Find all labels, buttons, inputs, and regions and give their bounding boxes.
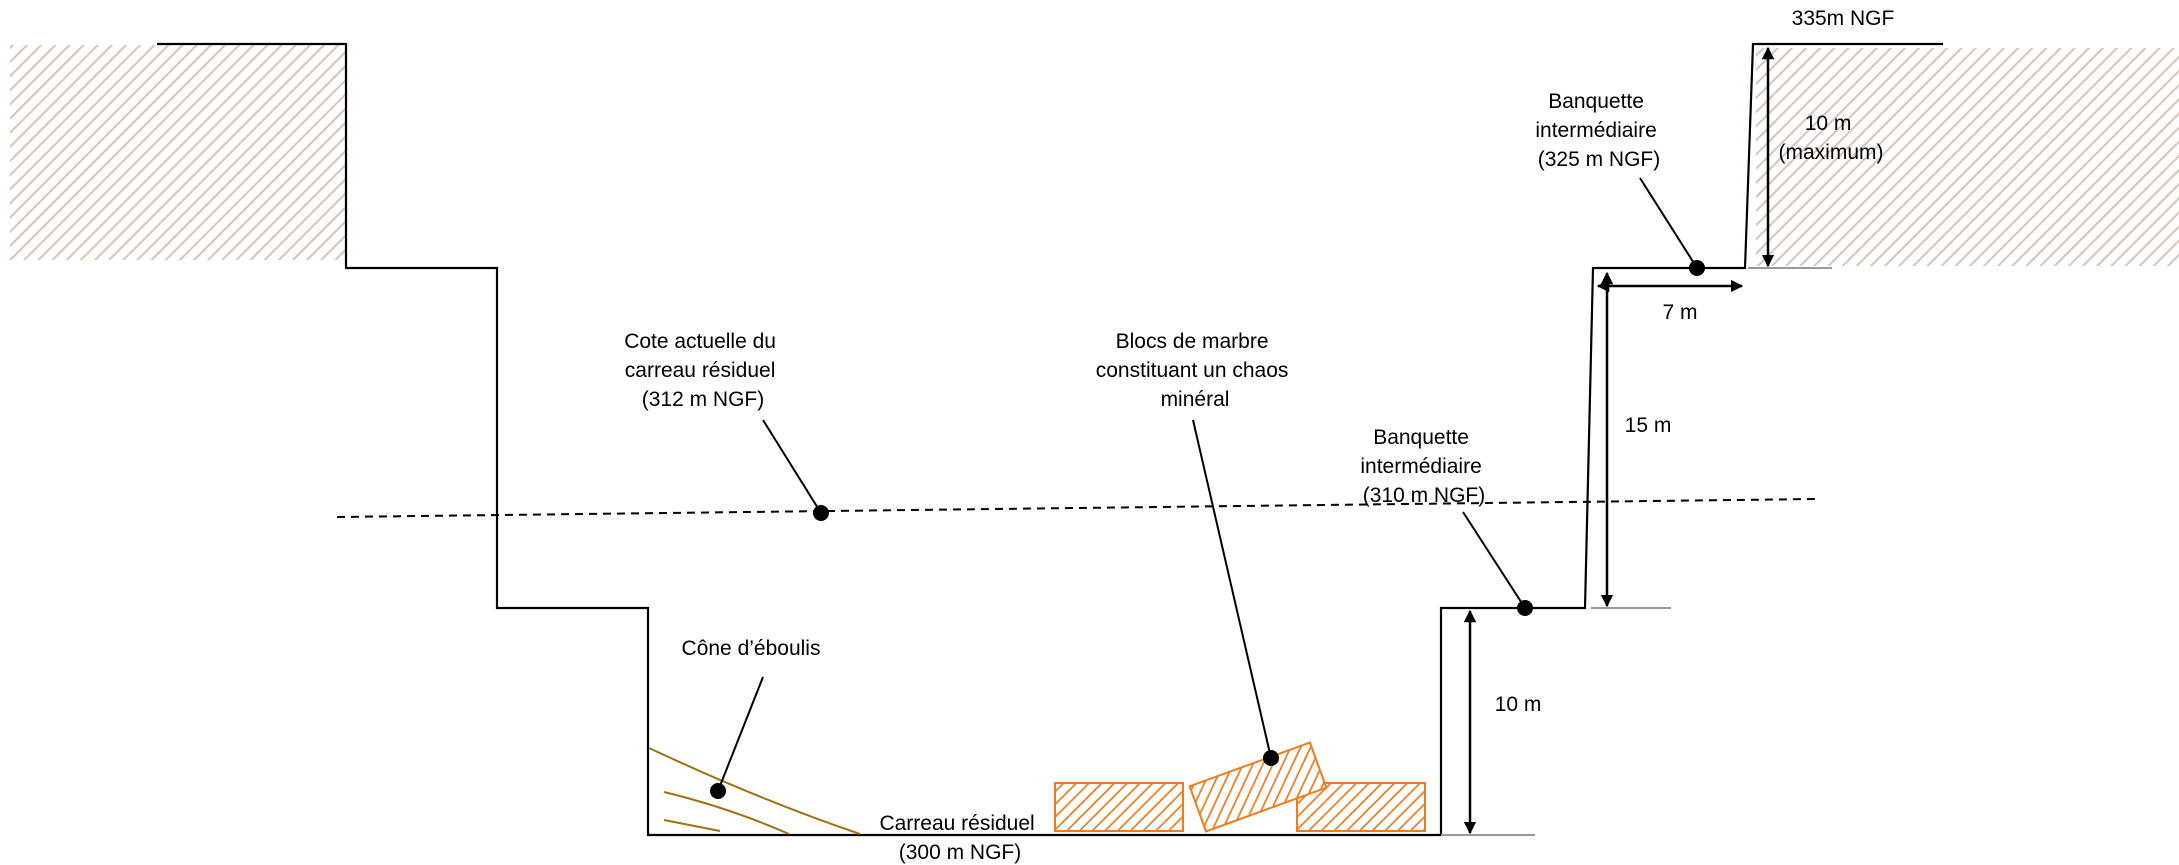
label-middle-height: 15 m [1625,414,1672,437]
marble-block-tilted [1188,741,1328,833]
dot-current-level [813,505,829,521]
label-lower-height: 10 m [1495,693,1542,716]
dot-upper-bench [1689,260,1705,276]
leader-current-level [762,419,822,514]
leader-marble-blocks [1192,419,1272,759]
label-floor: Carreau résiduel (300 m NGF) [879,812,1040,864]
dot-scree-cone [710,783,726,799]
label-bench-width: 7 m [1662,301,1697,324]
left-terrain-hatch [10,45,346,260]
dot-lower-bench [1517,600,1533,616]
marble-block-left [1054,782,1184,832]
scree-line-2 [663,791,790,835]
right-terrain-hatch [1756,48,2179,266]
dot-marble-blocks [1263,750,1279,766]
leader-scree-cone [717,676,764,792]
label-lower-bench: Banquette intermédiaire (310 m NGF) [1360,426,1487,507]
label-upper-bench: Banquette intermédiaire (325 m NGF) [1535,90,1662,171]
label-current-level: Cote actuelle du carreau résiduel (312 m… [624,330,782,411]
label-scree-cone: Cône d’éboulis [682,637,821,660]
leader-upper-bench [1639,177,1698,269]
scree-line-1 [648,747,861,835]
label-marble-blocks: Blocs de marbre constituant un chaos min… [1096,330,1294,411]
quarry-profile-line [157,42,1943,837]
scree-line-3 [663,819,721,832]
label-top-right-elevation: 335m NGF [1792,7,1895,30]
leader-lower-bench [1462,511,1526,609]
label-upper-step-height: 10 m (maximum) [1779,112,1884,164]
current-level-dashed-line [336,498,1817,518]
